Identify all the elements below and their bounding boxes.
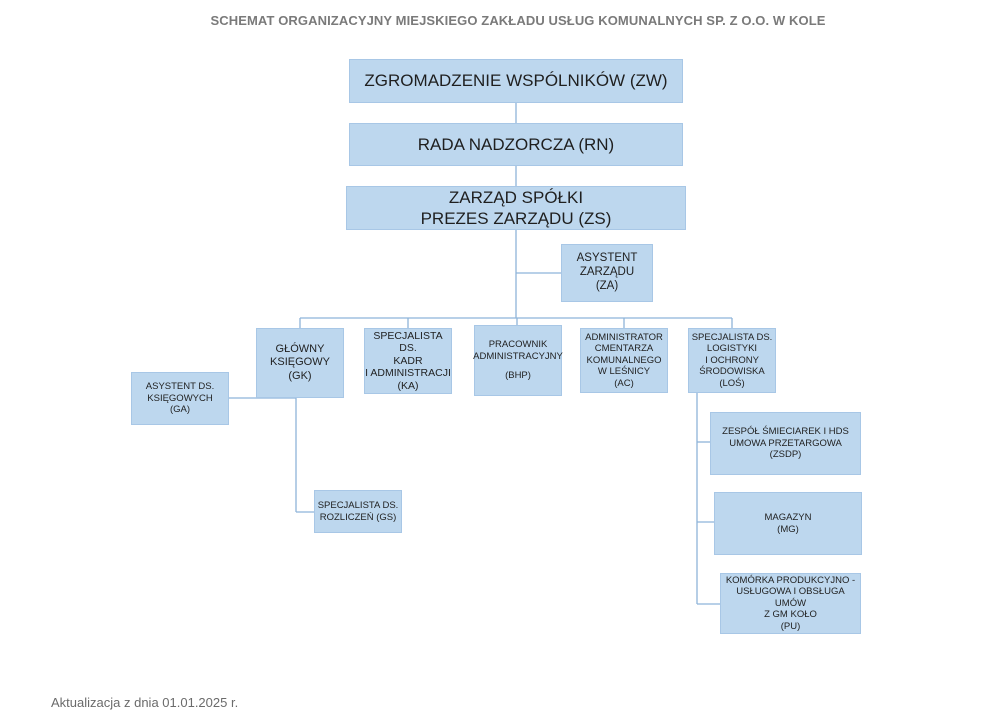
node-rn: RADA NADZORCZA (RN) — [349, 123, 683, 166]
node-ac-line2: CMENTARZA — [594, 343, 654, 355]
node-zsdp-line3: (ZSDP) — [769, 449, 802, 461]
node-mg-line2: (MG) — [777, 523, 799, 535]
node-za-line1: ASYSTENT — [576, 252, 638, 265]
node-los-line1: SPECJALISTA DS. — [691, 332, 773, 344]
node-zsdp-line1: ZESPÓŁ ŚMIECIAREK I HDS — [722, 426, 849, 438]
node-ga: ASYSTENT DS. KSIĘGOWYCH (GA) — [131, 372, 229, 425]
node-zsdp: ZESPÓŁ ŚMIECIAREK I HDS UMOWA PRZETARGOW… — [710, 412, 861, 475]
node-ka-line2: KADR — [393, 354, 423, 367]
node-pu-line4: (PU) — [780, 620, 801, 632]
node-gk-line1: GŁÓWNY — [275, 343, 325, 356]
node-rn-line1: RADA NADZORCZA (RN) — [417, 134, 615, 154]
node-zw: ZGROMADZENIE WSPÓLNIKÓW (ZW) — [349, 59, 683, 103]
node-pu-line1: KOMÓRKA PRODUKCYJNO - — [725, 575, 856, 587]
node-bhp-line1: PRACOWNIK — [488, 339, 548, 351]
node-los-line5: (LOŚ) — [719, 377, 745, 389]
node-zs: ZARZĄD SPÓŁKI PREZES ZARZĄDU (ZS) — [346, 186, 686, 230]
node-ka: SPECJALISTA DS. KADR I ADMINISTRACJI (KA… — [364, 328, 452, 394]
node-gk: GŁÓWNY KSIĘGOWY (GK) — [256, 328, 344, 398]
node-ka-line3: I ADMINISTRACJI — [365, 367, 451, 380]
node-za-line2: ZARZĄDU — [579, 266, 635, 279]
node-gk-line3: (GK) — [288, 369, 312, 382]
node-zsdp-line2: UMOWA PRZETARGOWA — [729, 437, 842, 449]
node-za-line3: (ZA) — [595, 279, 619, 292]
node-ac: ADMINISTRATOR CMENTARZA KOMUNALNEGO W LE… — [580, 328, 668, 393]
node-ga-line2: KSIĘGOWYCH — [147, 392, 213, 404]
update-date-note: Aktualizacja z dnia 01.01.2025 r. — [51, 695, 239, 710]
node-ka-line1: SPECJALISTA DS. — [373, 329, 443, 355]
node-zs-line1: ZARZĄD SPÓŁKI — [448, 187, 584, 207]
node-bhp-line2: ADMINISTRACYJNY — [473, 350, 563, 362]
node-zs-line2: PREZES ZARZĄDU (ZS) — [420, 209, 612, 228]
node-mg-line1: MAGAZYN — [764, 512, 812, 524]
chart-title: SCHEMAT ORGANIZACYJNY MIEJSKIEGO ZAKŁADU… — [210, 13, 826, 28]
node-zw-line1: ZGROMADZENIE WSPÓLNIKÓW (ZW) — [364, 71, 668, 91]
node-ka-line4: (KA) — [397, 379, 419, 392]
node-ac-line1: ADMINISTRATOR — [585, 332, 663, 344]
node-gs-line1: SPECJALISTA DS. — [317, 500, 399, 512]
node-ga-line1: ASYSTENT DS. — [145, 381, 215, 393]
node-ac-line3: KOMUNALNEGO — [586, 354, 662, 366]
node-los-line3: I OCHRONY — [705, 354, 759, 366]
node-pu: KOMÓRKA PRODUKCYJNO - USŁUGOWA I OBSŁUGA… — [720, 573, 861, 634]
node-ac-line5: (AC) — [614, 377, 634, 389]
node-za: ASYSTENT ZARZĄDU (ZA) — [561, 244, 653, 302]
node-gs: SPECJALISTA DS. ROZLICZEŃ (GS) — [314, 490, 402, 533]
node-bhp-line3: (BHP) — [505, 370, 531, 382]
node-ac-line4: W LEŚNICY — [597, 366, 651, 378]
node-ga-line3: (GA) — [169, 404, 191, 416]
node-gk-line2: KSIĘGOWY — [270, 356, 330, 369]
node-mg: MAGAZYN (MG) — [714, 492, 862, 555]
node-los-line2: LOGISTYKI — [706, 343, 758, 355]
node-los-line4: ŚRODOWISKA — [699, 366, 765, 378]
node-pu-line2: USŁUGOWA I OBSŁUGA UMÓW — [736, 586, 845, 609]
node-pu-line3: Z GM KOŁO — [764, 609, 817, 621]
node-bhp: PRACOWNIK ADMINISTRACYJNY (BHP) — [473, 325, 563, 396]
node-gs-line2: ROZLICZEŃ (GS) — [319, 511, 397, 523]
node-los: SPECJALISTA DS. LOGISTYKI I OCHRONY ŚROD… — [688, 328, 776, 393]
